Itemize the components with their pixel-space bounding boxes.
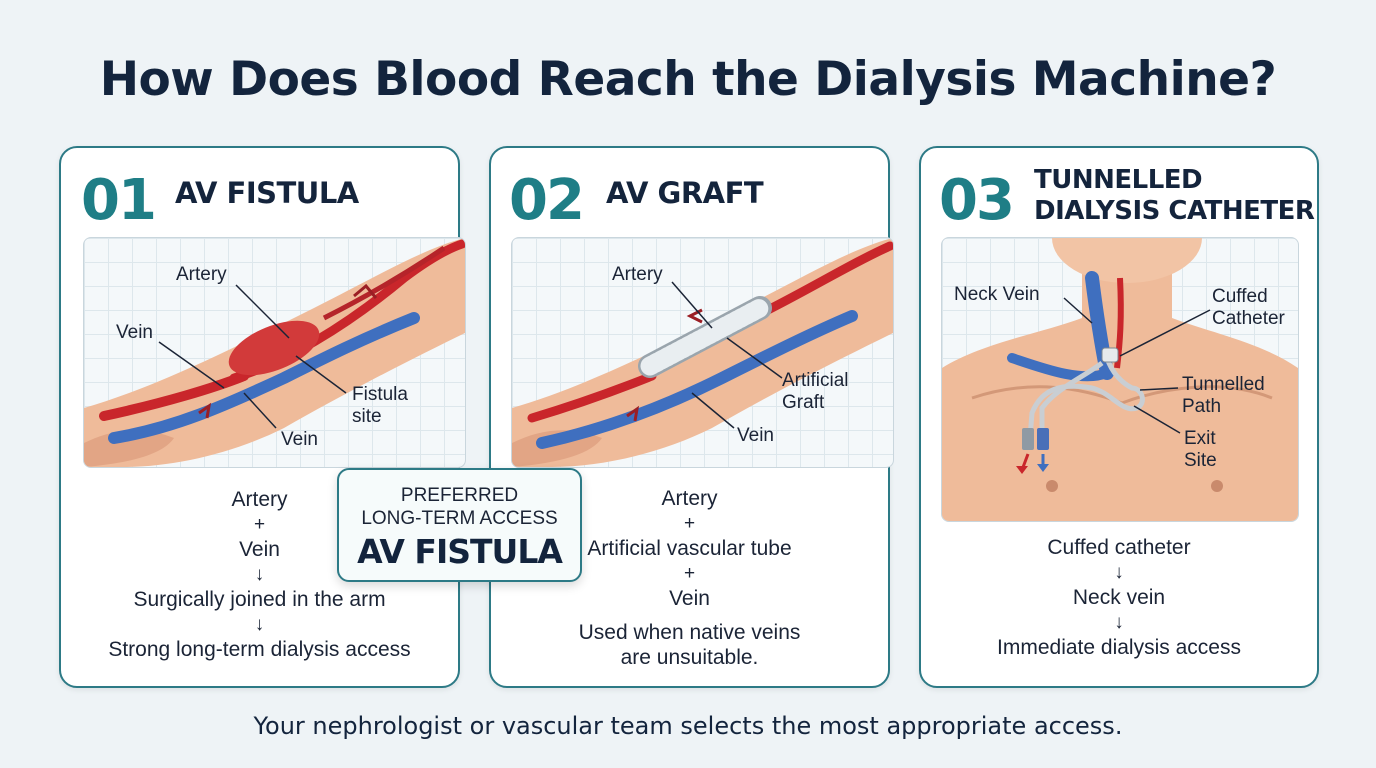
neck-vein-vessel	[1085, 271, 1114, 380]
note-line: are unsuitable.	[620, 646, 759, 669]
graft-tube	[640, 298, 770, 376]
artery-branch	[322, 245, 446, 321]
page-title: How Does Blood Reach the Dialysis Machin…	[99, 52, 1277, 107]
outflow-arrowhead-icon	[1016, 466, 1028, 474]
flow-step: Surgically joined in the arm	[133, 588, 386, 611]
av-graft-note: Used when native veins are unsuitable.	[491, 620, 888, 670]
label-artery: Artery	[176, 264, 227, 285]
chin	[1052, 238, 1202, 283]
flow-arrow: ↓	[1114, 612, 1124, 633]
label-vein: Vein	[737, 425, 774, 446]
card-title-line: DIALYSIS CATHETER	[1034, 196, 1315, 226]
footer-note: Your nephrologist or vascular team selec…	[253, 712, 1123, 740]
neck-vein-leader	[1063, 297, 1093, 324]
graft-leader	[726, 337, 783, 379]
artery-vessel	[527, 371, 657, 423]
label-cuffed-2: Catheter	[1212, 308, 1286, 329]
flow-step: Artery	[661, 487, 718, 510]
badge-line-2: LONG-TERM ACCESS	[361, 508, 558, 529]
flow-arrow: ↓	[254, 614, 265, 635]
vein-vessel	[108, 312, 420, 444]
artery-upper-vessel	[757, 241, 893, 318]
catheter-cuff	[1101, 347, 1119, 363]
label-fistula-2: site	[352, 406, 382, 427]
card-number: 01	[81, 168, 157, 233]
vein-bottom-leader	[243, 392, 277, 429]
tunnelled-leader	[1139, 387, 1179, 391]
flow-plus: +	[683, 563, 696, 584]
flow-arrow-icon	[626, 405, 640, 422]
card-number: 02	[509, 168, 585, 233]
badge-line-1: PREFERRED	[400, 485, 519, 506]
flow-step: Strong long-term dialysis access	[108, 638, 411, 661]
flow-step: Vein	[669, 587, 710, 610]
flow-arrow: ↓	[1114, 562, 1124, 583]
flow-plus: +	[683, 513, 696, 534]
card-av-graft: 02 AV GRAFT Artery Artificial Graft Vein…	[489, 146, 894, 688]
label-vein-bottom: Vein	[281, 429, 318, 450]
label-graft-1: Artificial	[782, 370, 849, 391]
flow-step: Artery	[231, 488, 288, 511]
flow-arrow-icon	[353, 283, 378, 299]
label-vein: Vein	[116, 322, 153, 343]
catheter-lumen-blue	[1037, 428, 1049, 450]
label-tunnelled-2: Path	[1182, 396, 1221, 417]
label-exit-1: Exit	[1184, 428, 1216, 449]
fistula-swelling	[228, 320, 320, 376]
torso-skin	[942, 248, 1298, 521]
label-exit-2: Site	[1184, 450, 1217, 471]
preferred-access-badge: PREFERRED LONG-TERM ACCESS AV FISTULA	[337, 468, 582, 582]
flow-step: Cuffed catheter	[1047, 536, 1191, 559]
inflow-arrowhead-icon	[1037, 464, 1049, 472]
flow-step: Vein	[239, 538, 280, 561]
subclavian-vein	[1007, 353, 1112, 382]
label-artery: Artery	[612, 264, 663, 285]
label-fistula-1: Fistula	[352, 384, 408, 405]
arm-fistula-drawing: Artery Vein Fistula site Vein	[84, 238, 465, 467]
flow-step: Artificial vascular tube	[587, 537, 792, 560]
cuffed-leader	[1119, 309, 1211, 357]
label-graft-2: Graft	[782, 392, 825, 413]
catheter-illustration: Neck Vein Cuffed Catheter Tunnelled Path…	[941, 237, 1299, 522]
flow-arrow: ↓	[254, 564, 265, 585]
av-fistula-flow: Artery + Vein ↓ Surgically joined in the…	[61, 486, 458, 663]
vein-leader	[691, 392, 735, 429]
card-title: AV GRAFT	[606, 176, 764, 210]
flow-step: Immediate dialysis access	[997, 636, 1241, 659]
flow-arrow-icon	[686, 308, 703, 324]
nipple	[1046, 480, 1058, 492]
label-tunnelled-1: Tunnelled	[1182, 374, 1265, 395]
card-number: 03	[939, 168, 1015, 233]
catheter-flow: Cuffed catheter ↓ Neck vein ↓ Immediate …	[921, 534, 1317, 661]
vein-vessel	[536, 310, 858, 449]
label-neck-vein: Neck Vein	[954, 284, 1040, 305]
card-tunnelled-catheter: 03 TUNNELLED DIALYSIS CATHETER	[919, 146, 1319, 688]
card-av-fistula: 01 AV FISTULA Artery Vein Fistula site V…	[59, 146, 466, 688]
card-title: TUNNELLED DIALYSIS CATHETER	[1034, 165, 1315, 227]
artery-leader	[235, 284, 290, 339]
chest-catheter-drawing: Neck Vein Cuffed Catheter Tunnelled Path…	[942, 238, 1298, 521]
note-line: Used when native veins	[578, 621, 801, 644]
forearm-shadow	[84, 430, 174, 467]
artery-leader	[671, 281, 713, 329]
catheter-lumen-red	[1022, 428, 1034, 450]
card-title: AV FISTULA	[175, 176, 359, 210]
label-cuffed-1: Cuffed	[1212, 286, 1268, 307]
exit-leader	[1133, 405, 1181, 434]
card-title-line: TUNNELLED	[1034, 165, 1203, 195]
flow-plus: +	[253, 514, 266, 535]
catheter-tube-2	[1039, 360, 1104, 438]
nipple	[1211, 480, 1223, 492]
arm-graft-drawing: Artery Artificial Graft Vein	[512, 238, 893, 467]
flow-step: Neck vein	[1072, 586, 1166, 609]
badge-line-3: AV FISTULA	[357, 532, 563, 571]
flow-arrow-icon	[198, 402, 212, 419]
av-fistula-illustration: Artery Vein Fistula site Vein	[83, 237, 466, 468]
av-graft-flow: Artery + Artificial vascular tube + Vein	[491, 485, 888, 612]
av-graft-illustration: Artery Artificial Graft Vein	[511, 237, 894, 468]
vein-leader	[158, 341, 225, 389]
fistula-leader	[295, 355, 347, 394]
